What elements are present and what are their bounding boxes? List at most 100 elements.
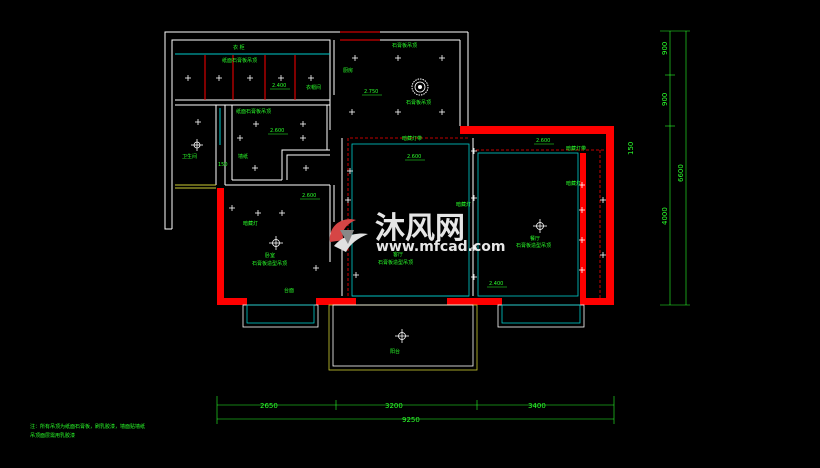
- ceiling-light-icon: [471, 245, 477, 251]
- ceiling-light-icon: [303, 165, 309, 171]
- ceiling-light-icon: [439, 55, 445, 61]
- ceiling-light-icon: [191, 139, 203, 151]
- label-upper-right-2: 厨房: [343, 67, 353, 74]
- dim-right-3: 4000: [661, 207, 669, 225]
- ceiling-light-icon: [353, 272, 359, 278]
- label-upper-right: 石膏板吊顶: [392, 42, 417, 49]
- right-dimensions: [660, 30, 690, 306]
- ceiling-light-icon: [579, 237, 585, 243]
- red-wall-left: [217, 188, 224, 305]
- mfcad-logo-icon: [329, 219, 368, 252]
- ceiling-light-icon: [347, 168, 353, 174]
- label-top-cabinet: 纸面石膏板吊顶: [222, 57, 257, 64]
- ceiling-light-icon: [395, 329, 409, 343]
- elevation-e1: 2.400: [270, 83, 290, 90]
- ceiling-light-icon: [300, 121, 306, 127]
- ceiling-light-icon: [471, 274, 477, 280]
- balcony-left: [242, 304, 319, 328]
- new-walls: [217, 126, 614, 305]
- ceiling-light-icon: [279, 210, 285, 216]
- svg-text:2.400: 2.400: [272, 83, 286, 89]
- elevation-e3: 2.600: [268, 128, 288, 135]
- ceiling-light-icon: [600, 252, 606, 258]
- ceiling-light-icon: [300, 135, 306, 141]
- elevation-e6: 2.600: [300, 193, 320, 200]
- ceiling-light-icon: [185, 75, 191, 81]
- label-dining: 餐厅: [530, 235, 540, 242]
- label-upper-right-3: 石膏板吊顶: [406, 99, 431, 106]
- elevation-e7: 2.400: [487, 281, 507, 288]
- elevation-e4: 2.600: [405, 154, 425, 161]
- wall-step-2: [286, 154, 330, 180]
- red-wall-bottom-right: [580, 298, 614, 305]
- red-wall-bottom-left: [217, 298, 247, 305]
- label-dining-side-2: 暗藏灯: [566, 180, 581, 187]
- elevation-marks: 2.400 2.750 2.600 2.600 2.600 2.600 2.40…: [268, 83, 554, 288]
- dim-seg2: 3200: [385, 402, 403, 410]
- ceiling-light-icon: [349, 109, 355, 115]
- ceiling-lights: [185, 55, 606, 343]
- labels: 衣 柜 纸面石膏板吊顶 衣帽间 石膏板吊顶 厨房 石膏板吊顶 纸面石膏板吊顶 卫…: [182, 42, 586, 355]
- watermark-url: www.mfcad.com: [376, 239, 506, 255]
- ceiling-light-icon: [439, 109, 445, 115]
- label-living-room: 客厅: [393, 251, 403, 258]
- red-wall-right: [606, 126, 614, 305]
- svg-text:2.600: 2.600: [270, 128, 284, 134]
- ceiling-light-icon: [237, 135, 243, 141]
- balcony-right: [497, 304, 585, 328]
- ceiling-light-icon: [195, 119, 201, 125]
- ceiling-light-icon: [395, 55, 401, 61]
- balcony-left-in: [246, 304, 315, 324]
- ceiling-light-icon: [252, 165, 258, 171]
- watermark-cn: 沐风网: [375, 211, 465, 246]
- ceiling-light-icon: [579, 267, 585, 273]
- ceiling-light-icon: [216, 75, 222, 81]
- svg-text:2.600: 2.600: [536, 138, 550, 144]
- ceiling-light-icon: [313, 265, 319, 271]
- red-wall-bottom-mid2: [447, 298, 502, 305]
- ceiling-light-icon: [352, 55, 358, 61]
- ceiling-light-icon: [269, 236, 283, 250]
- ceiling-light-icon: [278, 75, 284, 81]
- label-living-room-2: 石膏板造型吊顶: [378, 259, 413, 266]
- dim-side-mark: 150: [627, 142, 635, 155]
- elevation-e2: 2.750: [362, 89, 382, 96]
- ceiling-light-icon: [579, 207, 585, 213]
- label-dining-2: 石膏板造型吊顶: [516, 242, 551, 249]
- bottom-dimensions: [216, 396, 615, 424]
- ceiling-light-icon: [533, 219, 547, 233]
- svg-text:2.400: 2.400: [489, 281, 503, 287]
- balcony-right-in: [501, 304, 581, 324]
- note-line-2: 吊顶面层需用乳胶漆: [30, 432, 75, 439]
- red-wall-bottom-mid: [316, 298, 356, 305]
- balcony-mid-in: [332, 304, 474, 367]
- ceiling-light-icon: [247, 75, 253, 81]
- ceiling-light-icon: [600, 197, 606, 203]
- svg-text:2.600: 2.600: [407, 154, 421, 160]
- balcony-mid: [328, 304, 478, 371]
- label-living-top: 暗藏灯带: [402, 135, 422, 142]
- label-living-side: 暗藏灯: [456, 201, 471, 208]
- wall-left-inner: [171, 39, 331, 229]
- label-bedroom-left: 卧室: [265, 252, 275, 259]
- label-balcony: 阳台: [390, 348, 400, 355]
- svg-text:2.750: 2.750: [364, 89, 378, 95]
- label-top-closet: 衣帽间: [306, 84, 321, 91]
- label-top-wardrobe: 衣 柜: [233, 44, 245, 51]
- dim-right-2: 900: [661, 93, 669, 106]
- dim-right-1: 900: [661, 42, 669, 55]
- label-bedroom-left-3: 台面: [284, 287, 294, 294]
- label-dining-side: 暗藏灯带: [566, 145, 586, 152]
- ceiling-lines: [351, 143, 579, 297]
- ceiling-light-icon: [395, 109, 401, 115]
- ceiling-light-icon: [345, 197, 351, 203]
- label-mid-cabinet: 纸面石膏板吊顶: [236, 108, 271, 115]
- svg-text:2.600: 2.600: [302, 193, 316, 199]
- ceiling-light-icon: [229, 205, 235, 211]
- ceiling-light-icon: [579, 182, 585, 188]
- ceiling-light-icon: [471, 195, 477, 201]
- wall-step: [281, 149, 330, 180]
- label-lamp-strip: 暗藏灯: [243, 220, 258, 227]
- walls: [164, 31, 474, 296]
